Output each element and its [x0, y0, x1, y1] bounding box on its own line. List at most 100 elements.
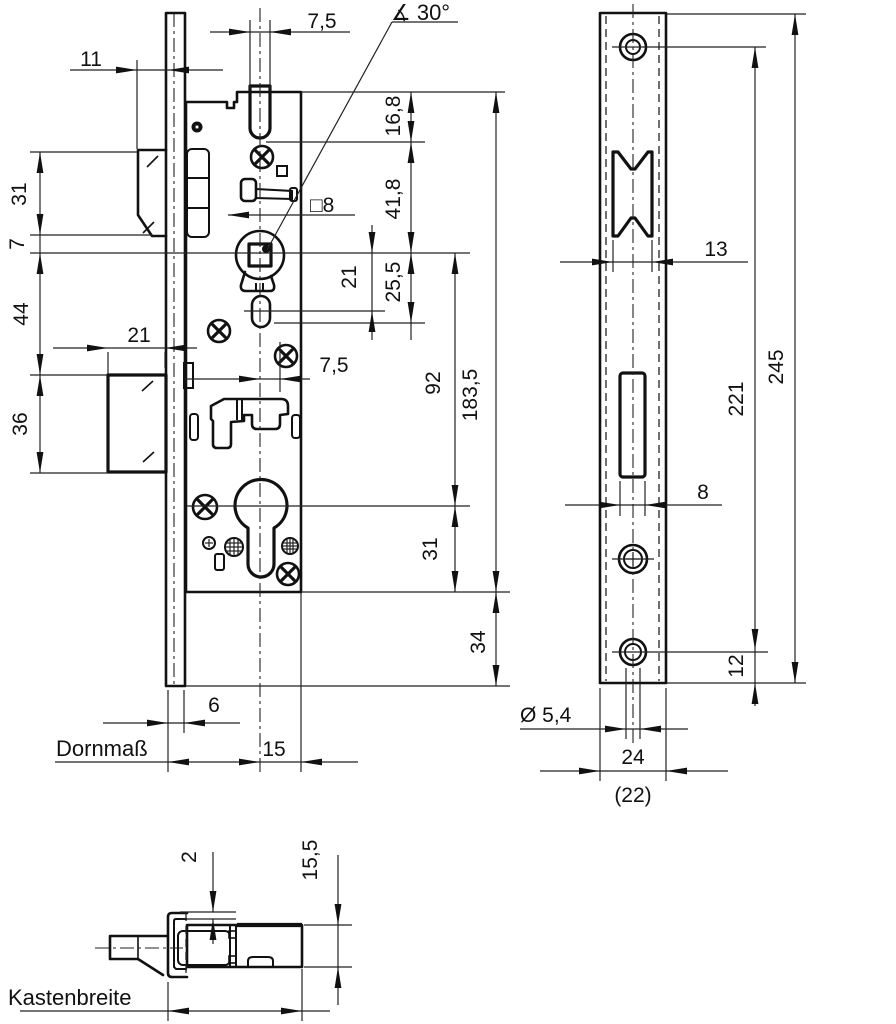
dimension-arrowhead: [36, 253, 44, 274]
dim-25-5-label: 25,5: [382, 262, 405, 303]
spring-tab-section: [247, 956, 274, 967]
front-view: [106, 11, 303, 688]
dimension-arrowhead: [407, 232, 415, 253]
dimension-arrowhead: [791, 662, 799, 683]
backset-label: Dornmaß: [56, 736, 148, 761]
spring-lever: [239, 177, 298, 203]
dim-15-label: 15: [262, 738, 285, 761]
dim-183-5-label: 183,5: [459, 369, 482, 422]
phillips-screw: [249, 144, 275, 170]
dim-6-label: 6: [208, 694, 220, 717]
latch-tail: [186, 148, 210, 238]
latch-bevel-tick: [142, 221, 155, 234]
joint-square: [228, 955, 237, 964]
dimension-arrowhead: [239, 375, 260, 383]
phillips-screw: [273, 343, 299, 369]
dimension-arrowhead: [147, 719, 168, 727]
phillips-screw: [275, 561, 301, 587]
dimension-arrowhead: [301, 758, 322, 766]
dimension-arrowhead: [666, 767, 687, 775]
small-square-port: [276, 165, 288, 177]
dimension-arrowhead: [168, 758, 189, 766]
dimension-arrowhead: [228, 211, 249, 219]
dimension-arrowhead: [36, 152, 44, 173]
angle-30-label: ∡ 30°: [391, 0, 450, 25]
dimension-arrowhead: [229, 28, 250, 36]
dimension-arrowhead: [165, 344, 186, 352]
plate-notch: [183, 362, 194, 389]
dimension-arrowhead: [652, 258, 673, 266]
dim-24-label: 24: [621, 746, 645, 769]
dimension-arrowhead: [640, 725, 661, 733]
dimension-arrowhead: [184, 719, 205, 727]
dimension-arrowhead: [407, 142, 415, 163]
dim-221-label: 221: [725, 381, 748, 416]
dimension-arrowhead: [239, 758, 260, 766]
dim-8-label: 8: [697, 481, 709, 504]
dimension-arrowhead: [407, 302, 415, 323]
latch-bolt: [136, 148, 168, 238]
dimension-arrowhead: [36, 375, 44, 396]
dimension-arrowhead: [209, 891, 217, 912]
section-view: [108, 911, 304, 979]
deadbolt-tick: [142, 451, 155, 463]
dimension-arrowhead: [645, 501, 666, 509]
dim-11-label: 11: [80, 48, 102, 71]
dimension-line: [266, 21, 393, 251]
dimension-arrowhead: [368, 232, 376, 253]
dimension-arrowhead: [407, 253, 415, 274]
dimension-arrowhead: [281, 1007, 302, 1015]
latch-adjust-slot: [248, 84, 272, 140]
dim-13-label: 13: [704, 238, 727, 261]
dim-41-8-label: 41,8: [382, 179, 405, 220]
faceplate-channel-inner: [173, 918, 187, 970]
side-slot: [189, 413, 199, 441]
latch-opening: [611, 150, 654, 238]
dimension-arrowhead: [451, 506, 459, 527]
dim-7-label: 7: [6, 238, 29, 250]
dim-31-latch-label: 31: [8, 182, 31, 205]
dim-34-label: 34: [467, 630, 490, 654]
dim-21-right-label: 21: [338, 265, 361, 288]
rivet-hole: [195, 125, 199, 129]
deadbolt-tick: [141, 380, 154, 392]
dimension-graphics: [20, 4, 806, 1021]
dimension-arrowhead: [407, 92, 415, 113]
dimension-arrowhead: [270, 28, 291, 36]
hatched-hole: [281, 537, 299, 555]
small-port: [214, 553, 225, 571]
deadbolt: [106, 373, 168, 474]
dimension-arrowhead: [492, 592, 500, 613]
dimension-arrowhead: [87, 344, 108, 352]
latch-bolt-top-view: [108, 934, 169, 977]
dimension-arrowhead: [36, 214, 44, 235]
dim-12-label: 12: [725, 654, 748, 677]
dimension-arrowhead: [407, 121, 415, 142]
dimension-arrowhead: [280, 375, 301, 383]
dim-21-deadbolt-label: 21: [127, 324, 150, 347]
dimension-arrowhead: [751, 629, 759, 650]
dimension-arrowhead: [492, 571, 500, 592]
dimension-arrowhead: [751, 47, 759, 68]
square-8-label: □8: [310, 194, 334, 217]
deadbolt-cam-plate: [209, 397, 290, 450]
dimension-arrowhead: [36, 354, 44, 375]
lock-case-outline: [184, 90, 303, 594]
case-width-label: Kastenbreite: [8, 985, 132, 1010]
latch-bevel-tick: [146, 155, 159, 168]
dim-7-5-mid-label: 7,5: [319, 354, 348, 377]
dimension-arrowhead: [592, 258, 613, 266]
dim-245-label: 245: [765, 349, 788, 384]
dimension-arrowhead: [451, 571, 459, 592]
hatched-hole: [224, 537, 244, 557]
dimension-arrowhead: [116, 66, 137, 74]
dim-16-8-label: 16,8: [382, 96, 405, 137]
dimension-labels: 11 7,5 ∡ 30° 31 7 44 36 21 16,8 41,8 □8 …: [6, 0, 788, 1010]
dimension-arrowhead: [579, 767, 600, 775]
dimension-arrowhead: [492, 92, 500, 113]
phillips-screw: [191, 493, 219, 521]
dim-31-cylinder-label: 31: [419, 537, 442, 560]
dim-92-label: 92: [422, 371, 445, 394]
